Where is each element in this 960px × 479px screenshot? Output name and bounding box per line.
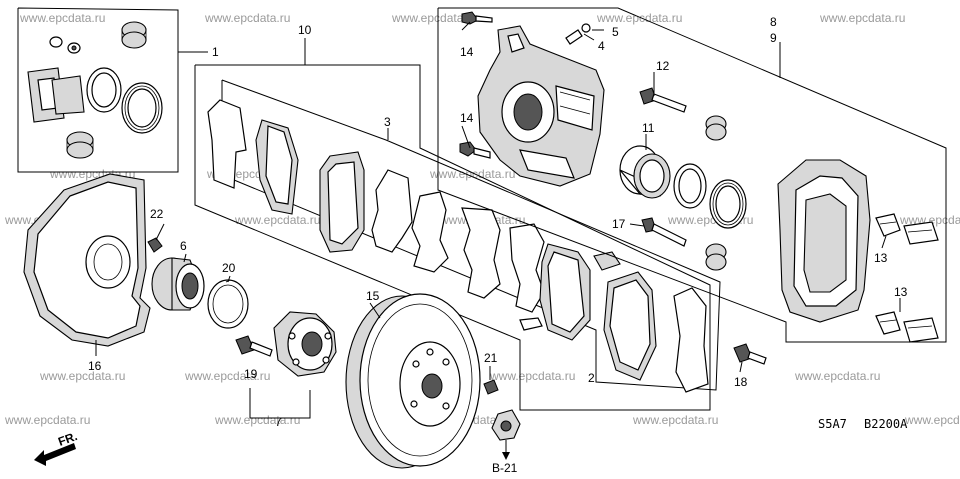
watermark: www.epcdata.ru xyxy=(489,369,575,383)
callout-5: 5 xyxy=(612,25,619,39)
outer-pad xyxy=(255,119,299,215)
callout-18: 18 xyxy=(734,375,748,389)
shim-plate xyxy=(27,67,85,123)
watermark: www.epcdata.ru xyxy=(19,11,105,25)
watermark: www.epcdata.ru xyxy=(596,11,682,25)
watermark: www.epcdata.ru xyxy=(899,213,960,227)
direction-label: FR. xyxy=(56,429,79,449)
hub-bolt xyxy=(235,335,273,357)
callout-8: 8 xyxy=(770,15,777,29)
callout-16: 16 xyxy=(88,359,102,373)
callout-20: 20 xyxy=(222,261,236,275)
dust-boot xyxy=(709,179,747,229)
callout-15: 15 xyxy=(366,289,380,303)
callout-11: 11 xyxy=(642,121,655,135)
caliper-bracket xyxy=(777,159,871,323)
snap-ring xyxy=(207,279,249,329)
disc-screw xyxy=(483,379,499,395)
anti-rattle-clip xyxy=(461,207,501,299)
watermark: www.epcdata.ru xyxy=(391,11,477,25)
washer-small xyxy=(49,36,81,54)
callout-10: 10 xyxy=(298,23,312,37)
leader-lines xyxy=(95,21,901,419)
pin-boot-top xyxy=(121,21,147,49)
inner-pad xyxy=(319,151,365,253)
shim-3 xyxy=(371,169,413,253)
wear-sensor xyxy=(519,317,543,331)
pin-boot xyxy=(705,115,727,141)
callout-13-upper: 13 xyxy=(874,251,888,265)
dust-boot xyxy=(121,82,163,134)
watermark: www.epcdata.ru xyxy=(184,369,270,383)
pin-boot xyxy=(705,243,727,271)
callouts: 1 2 3 4 5 6 7 8 9 10 11 12 13 13 14 14 1… xyxy=(56,15,908,475)
callout-12: 12 xyxy=(656,59,670,73)
spindle-nut xyxy=(491,409,521,460)
watermark: www.epcdata.ru xyxy=(234,213,320,227)
caliper-bolt-top xyxy=(461,11,493,25)
watermark: www.epcdata.ru xyxy=(904,413,960,427)
callout-6: 6 xyxy=(180,239,187,253)
callout-14-upper: 14 xyxy=(460,45,474,59)
piston-seal xyxy=(673,163,707,209)
watermark: www.epcdata.ru xyxy=(4,413,90,427)
watermark: www.epcdata.ru xyxy=(632,413,718,427)
wheel-hub xyxy=(273,311,337,377)
watermark: www.epcdata.ru xyxy=(214,413,300,427)
diagram-code-right: B2200A xyxy=(864,417,908,431)
anti-rattle-clip xyxy=(411,191,449,273)
seal-kit-frame xyxy=(17,7,179,173)
shield-bolt xyxy=(147,237,163,253)
anti-rattle-clip xyxy=(509,223,545,313)
piston xyxy=(619,145,671,199)
reference-label: B-21 xyxy=(492,461,518,475)
callout-14-lower: 14 xyxy=(460,111,474,125)
callout-7: 7 xyxy=(275,415,282,429)
pad-set-frame xyxy=(194,38,711,411)
watermark: www.epcdata.ru xyxy=(39,369,125,383)
callout-19: 19 xyxy=(244,367,258,381)
caliper-body-group xyxy=(437,7,947,343)
bracket-bolt xyxy=(733,343,767,365)
front-direction-arrow xyxy=(34,443,76,466)
outer-shim-b xyxy=(673,287,709,393)
callout-1: 1 xyxy=(212,45,219,59)
wear-clip xyxy=(593,251,621,271)
callout-22: 22 xyxy=(150,207,164,221)
watermark: www.epcdata.ru xyxy=(429,167,515,181)
callout-17: 17 xyxy=(612,217,626,231)
inner-pad-b xyxy=(539,243,591,341)
guide-pin xyxy=(641,217,687,247)
pin-boot-bottom xyxy=(66,131,94,159)
pad-clip xyxy=(875,311,939,343)
diagram-code-left: S5A7 xyxy=(818,417,847,431)
callout-3: 3 xyxy=(384,115,391,129)
caliper-bolt-bottom xyxy=(459,141,491,159)
outer-pad-b xyxy=(603,271,657,381)
splash-shield xyxy=(23,173,151,347)
hub-bearing xyxy=(151,257,205,311)
callout-9: 9 xyxy=(770,31,777,45)
outer-shim xyxy=(207,99,247,189)
watermark: www.epcdata.ru xyxy=(204,11,290,25)
bleeder-screw xyxy=(565,23,591,45)
caliper-pin xyxy=(639,87,687,113)
watermark: www.epcdata.ru xyxy=(794,369,880,383)
watermark: www.epcdata.ru xyxy=(819,11,905,25)
callout-21: 21 xyxy=(484,351,498,365)
callout-13-lower: 13 xyxy=(894,285,908,299)
piston-seal xyxy=(86,67,122,113)
callout-2: 2 xyxy=(588,371,595,385)
pad-clip xyxy=(875,213,939,245)
callout-4: 4 xyxy=(598,39,605,53)
caliper-body xyxy=(477,25,605,187)
seal-kit-group xyxy=(17,7,208,173)
brake-disc xyxy=(345,293,481,469)
